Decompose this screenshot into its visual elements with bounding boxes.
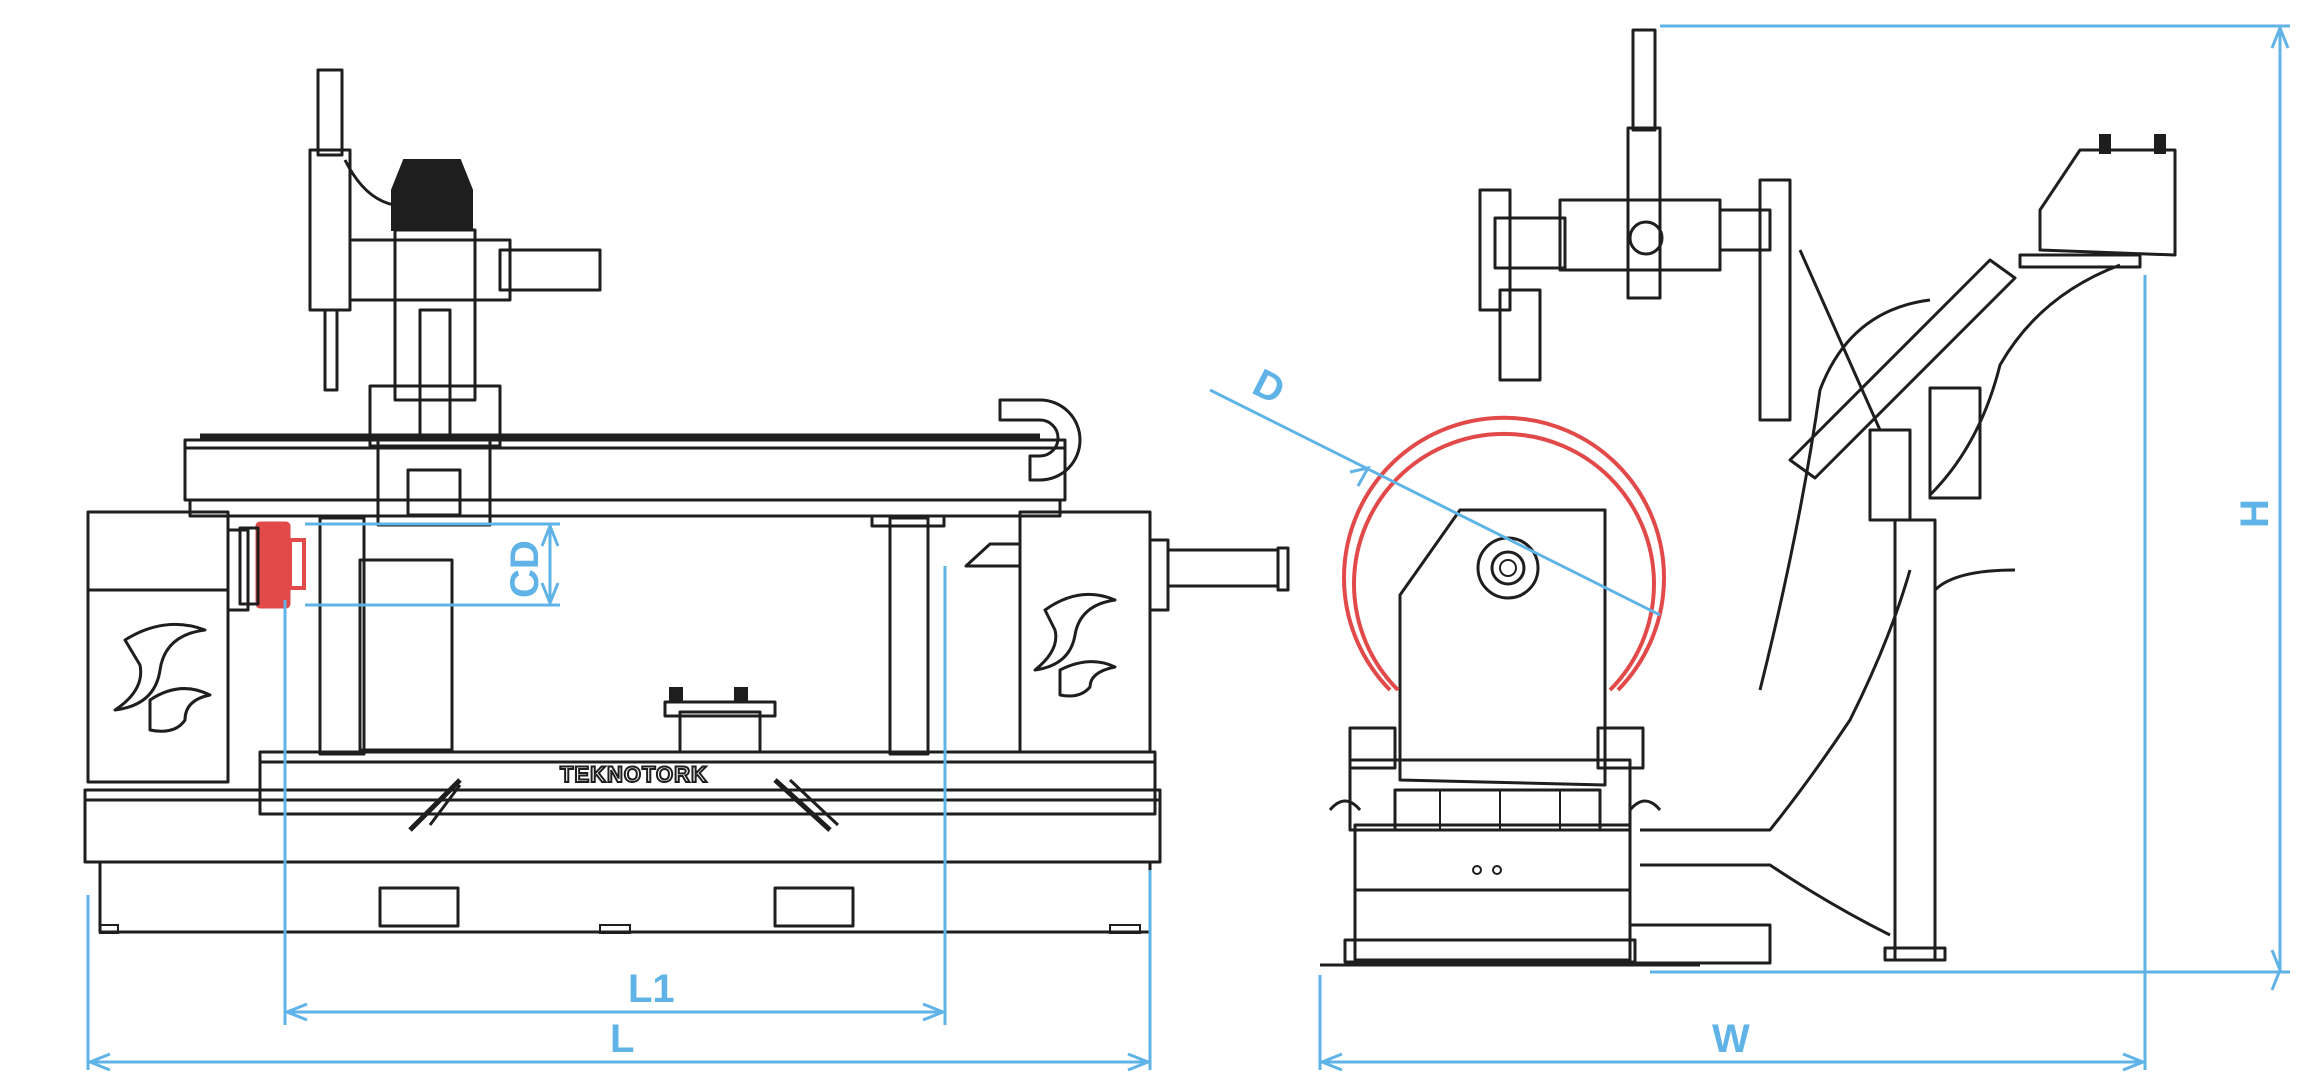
side-roller-carriage [1328, 726, 1662, 832]
front-tailstock [964, 510, 1290, 754]
dim-width: W [1317, 275, 2148, 1072]
dimensions: L L1 CD D [85, 23, 2290, 1072]
front-columns [183, 398, 1082, 756]
front-headstock [86, 510, 250, 784]
front-bed-rail: TEKNOTORK [258, 750, 1157, 832]
label-W: W [1712, 1017, 1750, 1061]
front-center-fixture [663, 687, 777, 754]
side-view [1320, 28, 2177, 967]
label-L: L [610, 1017, 634, 1061]
front-view: TEKNOTORK [83, 68, 1290, 934]
side-torch-head [1478, 28, 1772, 382]
brand-label: TEKNOTORK [560, 762, 708, 787]
dim-height: H [1650, 23, 2290, 991]
label-L1: L1 [628, 967, 675, 1011]
front-torch-carriage [308, 68, 602, 527]
dim-overall-length: L [85, 870, 1153, 1072]
label-D: D [1246, 361, 1292, 413]
front-chuck [238, 521, 306, 609]
front-base-frame [83, 788, 1162, 934]
side-workpiece [1342, 415, 1666, 692]
side-base [1320, 823, 1772, 967]
dim-center-length: L1 [282, 566, 948, 1025]
side-column-arm [1640, 178, 2121, 962]
dim-center-distance: CD [305, 521, 560, 608]
label-H: H [2233, 499, 2277, 528]
label-CD: CD [503, 540, 547, 598]
side-positioner-housing [1398, 508, 1607, 787]
side-top-holder [2018, 134, 2177, 269]
